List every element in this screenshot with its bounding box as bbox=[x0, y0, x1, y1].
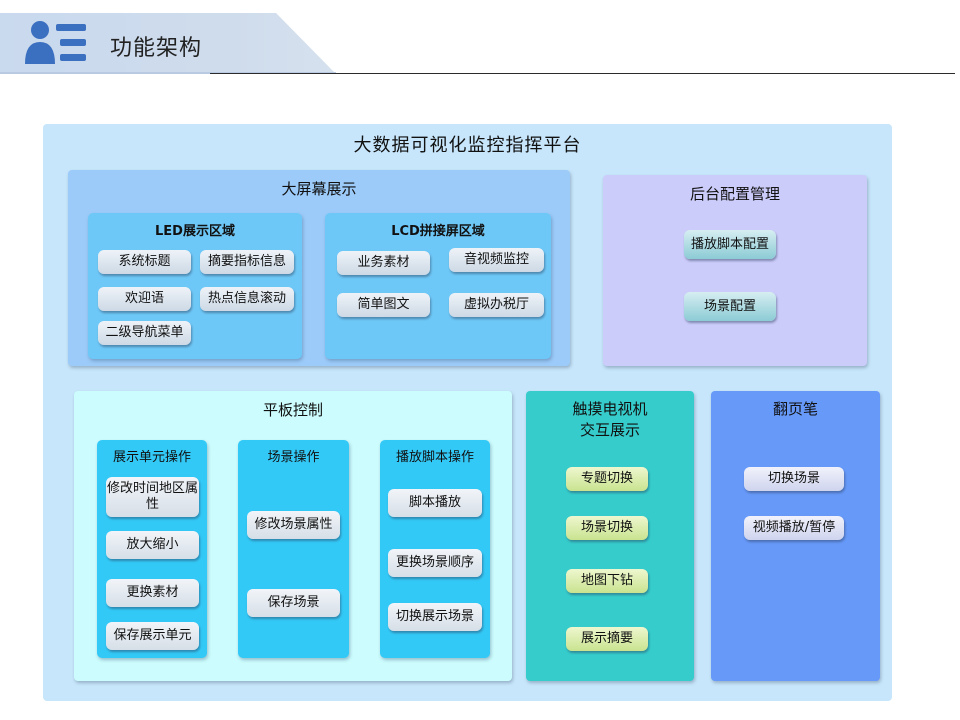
touch-tv-item-show-summary: 展示摘要 bbox=[566, 627, 648, 651]
lcd-item-av-monitoring: 音视频监控 bbox=[449, 248, 544, 272]
display-unit-item-replace-material: 更换素材 bbox=[106, 579, 199, 607]
lcd-item-business-material: 业务素材 bbox=[337, 251, 430, 275]
touch-tv-item-scene-switch: 场景切换 bbox=[566, 516, 648, 540]
scene-ops-box: 场景操作 修改场景属性 保存场景 bbox=[238, 440, 349, 658]
header-band bbox=[0, 13, 336, 74]
backend-config-title: 后台配置管理 bbox=[689, 185, 780, 203]
tablet-control-title: 平板控制 bbox=[262, 401, 323, 419]
lcd-area-box: LCD拼接屏区域 业务素材 音视频监控 简单图文 虚拟办税厅 bbox=[325, 213, 551, 359]
header-divider bbox=[210, 73, 955, 74]
led-area-title: LED展示区域 bbox=[155, 224, 235, 239]
led-item-hot-news-scroll: 热点信息滚动 bbox=[200, 287, 294, 311]
presenter-pen-title: 翻页笔 bbox=[772, 400, 818, 418]
lcd-item-virtual-tax-hall: 虚拟办税厅 bbox=[449, 293, 544, 317]
display-unit-ops-box: 展示单元操作 修改时间地区属性 放大缩小 更换素材 保存展示单元 bbox=[97, 440, 207, 658]
led-item-welcome: 欢迎语 bbox=[98, 287, 191, 311]
led-area-box: LED展示区域 系统标题 摘要指标信息 欢迎语 热点信息滚动 二级导航菜单 bbox=[88, 213, 302, 359]
header-accent-rule bbox=[0, 72, 336, 74]
touch-tv-title-line2: 交互展示 bbox=[579, 421, 640, 439]
big-screen-panel: 大屏幕展示 LED展示区域 系统标题 摘要指标信息 欢迎语 热点信息滚动 二级导… bbox=[68, 170, 570, 366]
presenter-pen-panel: 翻页笔 切换场景 视频播放/暂停 bbox=[711, 391, 880, 681]
display-unit-item-save-unit: 保存展示单元 bbox=[106, 622, 199, 650]
script-item-play: 脚本播放 bbox=[388, 489, 482, 517]
lcd-item-simple-graphics: 简单图文 bbox=[337, 293, 430, 317]
touch-tv-item-topic-switch: 专题切换 bbox=[566, 467, 648, 491]
script-ops-box: 播放脚本操作 脚本播放 更换场景顺序 切换展示场景 bbox=[380, 440, 490, 658]
display-unit-ops-title: 展示单元操作 bbox=[112, 450, 191, 465]
led-item-secondary-nav: 二级导航菜单 bbox=[98, 321, 191, 345]
display-unit-item-zoom: 放大缩小 bbox=[106, 531, 199, 559]
scene-ops-title: 场景操作 bbox=[267, 450, 320, 465]
page-title: 功能架构 bbox=[110, 36, 203, 61]
platform-title: 大数据可视化监控指挥平台 bbox=[353, 135, 582, 156]
tablet-control-panel: 平板控制 展示单元操作 修改时间地区属性 放大缩小 更换素材 保存展示单元 场景… bbox=[74, 391, 512, 681]
display-unit-item-edit-time-region: 修改时间地区属性 bbox=[106, 477, 199, 517]
touch-tv-title-line1: 触摸电视机 bbox=[572, 400, 648, 418]
backend-item-scene-config: 场景配置 bbox=[684, 292, 776, 321]
backend-item-script-config: 播放脚本配置 bbox=[684, 230, 776, 259]
scene-item-edit-properties: 修改场景属性 bbox=[247, 511, 340, 539]
touch-tv-panel: 触摸电视机 交互展示 专题切换 场景切换 地图下钻 展示摘要 bbox=[526, 391, 694, 681]
lcd-area-title: LCD拼接屏区域 bbox=[391, 224, 485, 239]
scene-item-save-scene: 保存场景 bbox=[247, 589, 340, 617]
presenter-pen-item-switch-scene: 切换场景 bbox=[744, 467, 844, 491]
touch-tv-item-map-drilldown: 地图下钻 bbox=[566, 569, 648, 593]
backend-config-panel: 后台配置管理 播放脚本配置 场景配置 bbox=[603, 175, 867, 366]
led-item-system-title: 系统标题 bbox=[98, 250, 191, 274]
user-list-icon bbox=[25, 21, 86, 64]
big-screen-title: 大屏幕展示 bbox=[281, 180, 357, 198]
led-item-summary-metrics: 摘要指标信息 bbox=[200, 250, 294, 274]
presenter-pen-item-video-play-pause: 视频播放/暂停 bbox=[744, 516, 844, 540]
script-item-reorder-scenes: 更换场景顺序 bbox=[388, 549, 482, 577]
script-item-switch-scene: 切换展示场景 bbox=[388, 603, 482, 631]
script-ops-title: 播放脚本操作 bbox=[395, 450, 474, 465]
